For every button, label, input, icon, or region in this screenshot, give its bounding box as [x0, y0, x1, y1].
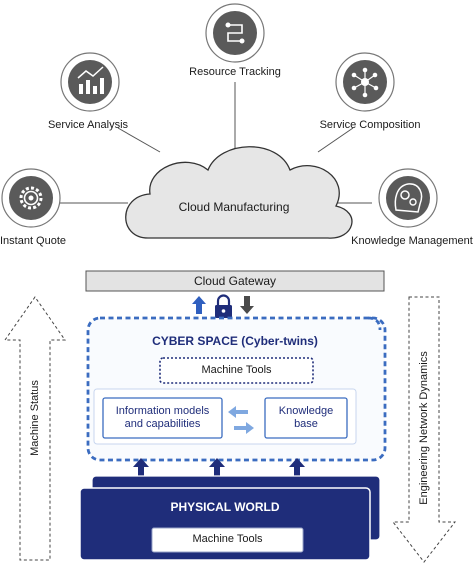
- information-models-label: Information models and capabilities: [103, 398, 222, 438]
- service-label-service-analysis: Service Analysis: [47, 119, 129, 131]
- engineering-network-dynamics-label: Engineering Network Dynamics: [418, 351, 430, 505]
- connector-service-analysis: [117, 127, 161, 153]
- engineering-network-dynamics-arrow: [391, 296, 457, 563]
- down-arrow-icon: [240, 296, 254, 314]
- right-arrow-icon: [234, 422, 254, 434]
- cloud-shape: [125, 146, 353, 239]
- cyber-machine-tools-box: [159, 357, 314, 384]
- gear-icon: [1, 168, 61, 228]
- information-models-line-2: and capabilities: [124, 418, 201, 430]
- service-label-instant-quote: Instant Quote: [0, 235, 67, 247]
- cloud-manufacturing-label: Cloud Manufacturing: [178, 200, 290, 214]
- cyber-space-title-main: CYBER SPACE: [152, 334, 238, 348]
- physical-machine-tools-label: Machine Tools: [192, 533, 263, 546]
- cloud-gateway-label: Cloud Gateway: [193, 273, 277, 288]
- service-label-knowledge-management: Knowledge Management: [351, 235, 473, 247]
- cyber-space-title: CYBER SPACE (Cyber-twins): [152, 335, 318, 347]
- gateway-arrows: [192, 296, 254, 314]
- left-arrow-icon: [228, 406, 248, 418]
- information-models-line-1: Information models: [115, 404, 210, 417]
- physical-world-title: PHYSICAL WORLD: [170, 499, 280, 514]
- machine-status-arrow: [4, 296, 66, 561]
- lock-icon: [215, 294, 232, 318]
- resource-tracking-icon: [205, 3, 265, 63]
- exchange-arrows: [228, 406, 254, 434]
- information-models-box: [102, 397, 223, 439]
- connector-service-composition: [317, 127, 354, 153]
- physical-machine-tools-box: [151, 527, 304, 553]
- physical-to-cyber-arrows: [133, 458, 305, 476]
- knowledge-base-label: Knowledge base: [265, 398, 347, 438]
- head-gears-icon: [378, 168, 438, 228]
- knowledge-base-box: [264, 397, 348, 439]
- service-connectors: [60, 82, 372, 204]
- cloud-gateway-box: [85, 270, 385, 292]
- cyber-machine-tools-label: Machine Tools: [201, 363, 272, 376]
- knowledge-base-line-1: Knowledge: [278, 404, 334, 417]
- knowledge-base-line-2: base: [294, 418, 318, 430]
- cyber-space-subtitle: (Cyber-twins): [241, 334, 318, 348]
- up-arrow-icon: [209, 458, 225, 476]
- machine-status-label: Machine Status: [29, 380, 41, 456]
- up-arrow-icon: [289, 458, 305, 476]
- service-label-resource-tracking: Resource Tracking: [189, 66, 281, 78]
- up-arrow-icon: [133, 458, 149, 476]
- network-icon: [335, 52, 395, 112]
- up-arrow-icon: [192, 296, 206, 314]
- bar-chart-icon: [60, 52, 120, 112]
- service-label-service-composition: Service Composition: [319, 119, 421, 131]
